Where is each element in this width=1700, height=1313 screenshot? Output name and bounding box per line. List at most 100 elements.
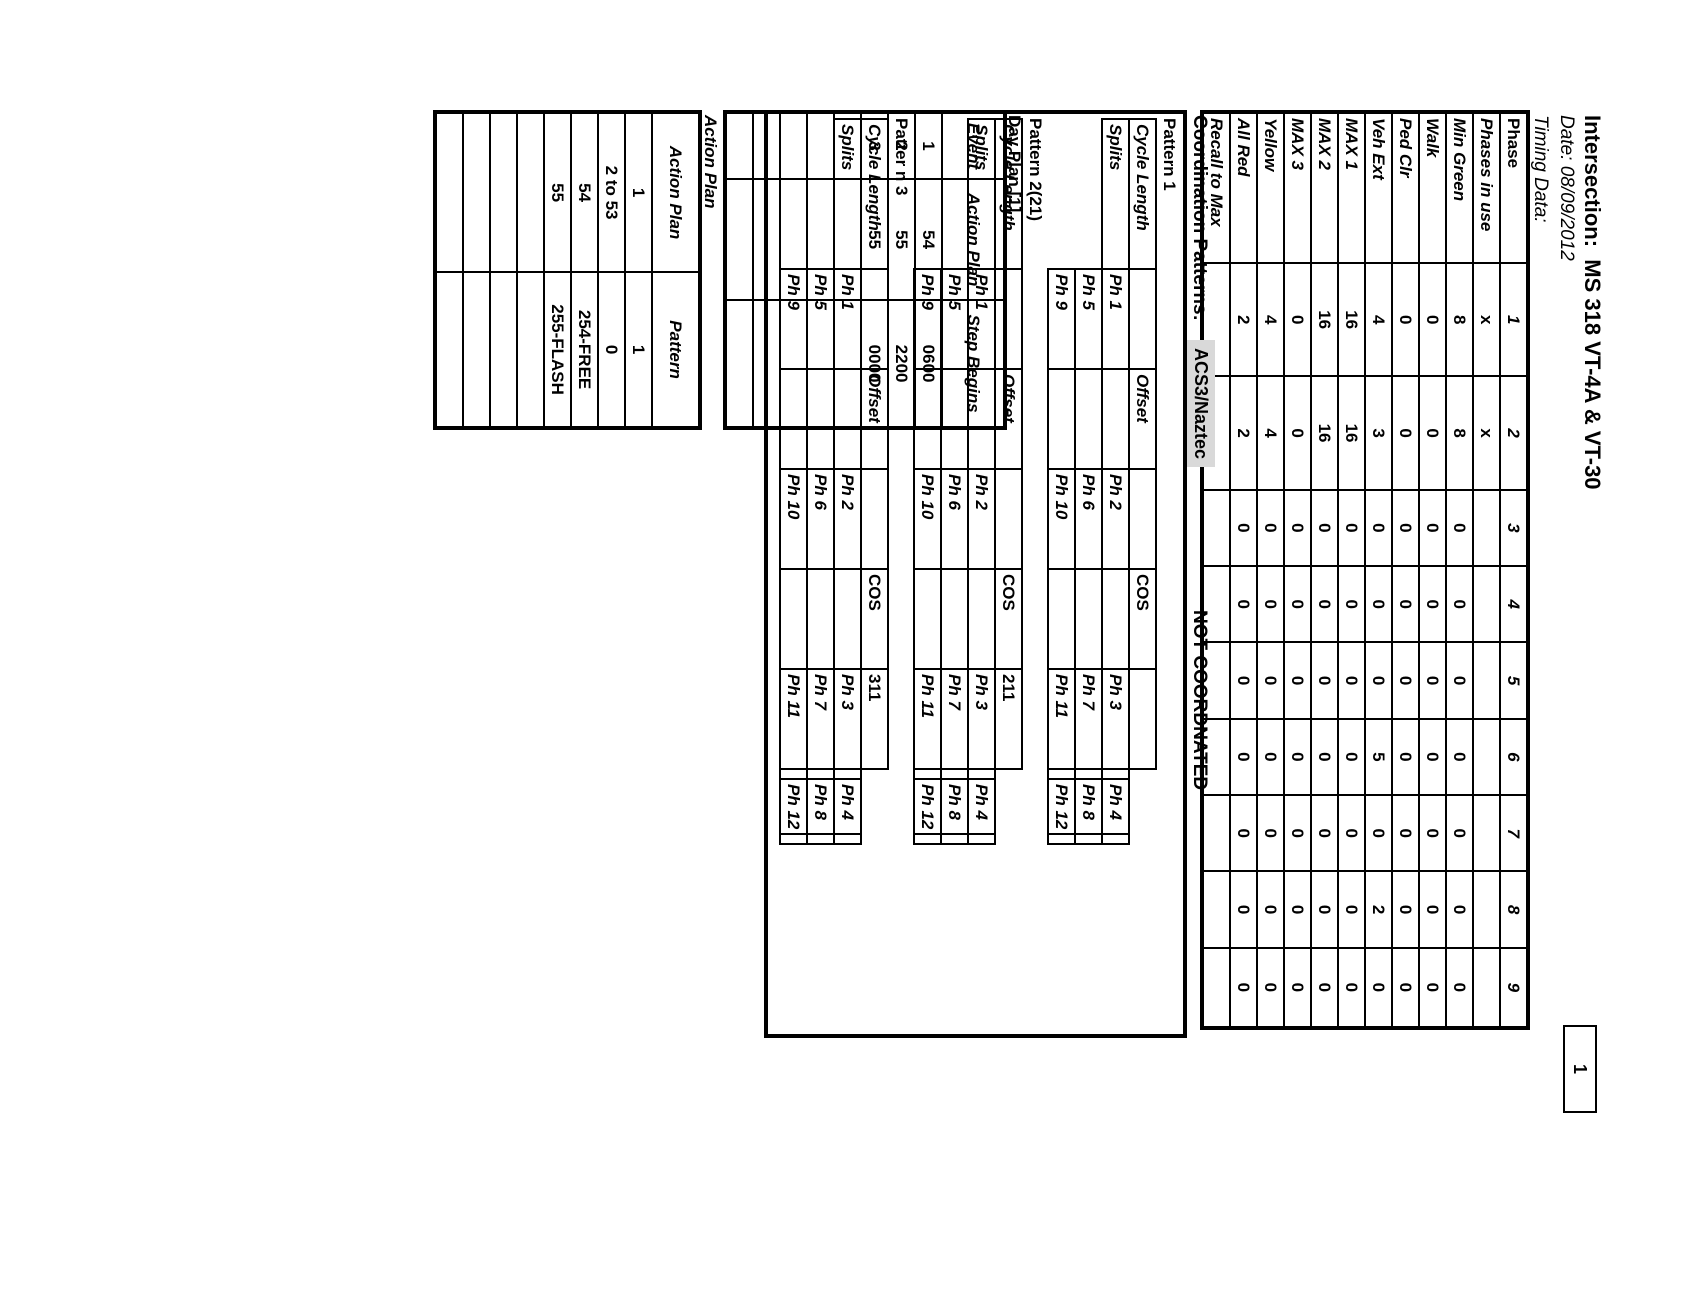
timing-cell: 0: [1419, 947, 1446, 1028]
timing-cell: 0: [1284, 718, 1311, 796]
day-plan-cell: [780, 112, 807, 180]
timing-row-label: Phases in use: [1473, 112, 1500, 263]
timing-cell: 0: [1257, 642, 1284, 719]
timing-cell: 0: [1365, 947, 1392, 1028]
split-value: [968, 569, 995, 669]
timing-cell: 16: [1311, 263, 1338, 377]
timing-cell: 0: [1419, 263, 1446, 377]
timing-cell: 0: [1311, 871, 1338, 948]
timing-cell: 2: [1230, 376, 1257, 490]
timing-cell: 5: [1500, 642, 1528, 719]
timing-cell: 0: [1419, 718, 1446, 796]
timing-cell: 0: [1311, 795, 1338, 872]
split-phase-label: Ph 8: [807, 779, 834, 835]
split-phase-label: Ph 8: [941, 779, 968, 835]
timing-cell: 0: [1446, 642, 1473, 719]
action-plan-row: [517, 112, 544, 428]
split-value: [1075, 769, 1102, 779]
cos-value: [1129, 669, 1156, 769]
action-plan-cell: [490, 272, 517, 428]
split-value: [941, 569, 968, 669]
timing-cell: 0: [1419, 871, 1446, 948]
coordination-status: NOT COORDNATED: [1189, 610, 1210, 791]
timing-cell: 0: [1257, 489, 1284, 567]
day-plan-title: Day Plan [1]: [1005, 115, 1024, 213]
blank: [995, 469, 1022, 569]
timing-cell: 0: [1338, 947, 1365, 1028]
split-phase-label: Ph 3: [968, 669, 995, 769]
timing-cell: x: [1473, 263, 1500, 377]
timing-cell: 0: [1230, 642, 1257, 719]
coordination-patterns-label: Coordination Patterns:: [1189, 115, 1210, 321]
split-phase-label: Ph 6: [941, 469, 968, 569]
timing-cell: 0: [1338, 795, 1365, 872]
day-plan-cell: [753, 300, 780, 428]
timing-cell: 0: [1230, 795, 1257, 872]
timing-cell: 0: [1446, 947, 1473, 1028]
day-plan-cell: [725, 179, 753, 301]
day-plan-cell: [725, 112, 753, 180]
day-plan-cell: 2: [888, 112, 915, 180]
action-plan-cell: [490, 112, 517, 273]
day-plan-cell: [725, 300, 753, 428]
timing-cell: [1473, 718, 1500, 796]
split-phase-label: Ph 11: [1048, 669, 1075, 769]
split-phase-label: Ph 7: [807, 669, 834, 769]
timing-cell: 4: [1257, 376, 1284, 490]
day-plan-cell: 0000: [861, 300, 888, 428]
timing-cell: 8: [1446, 263, 1473, 377]
action-plan-row: [490, 112, 517, 428]
day-plan-cell: 2200: [888, 300, 915, 428]
timing-cell: 0: [1257, 718, 1284, 796]
split-value: [780, 569, 807, 669]
blank: [1129, 469, 1156, 569]
timing-cell: 0: [1446, 795, 1473, 872]
timing-cell: 0: [1284, 871, 1311, 948]
action-plan-cell: [517, 112, 544, 273]
timing-cell: 0: [1230, 566, 1257, 643]
action-plan-cell: [435, 272, 463, 428]
timing-cell: 3: [1500, 489, 1528, 567]
timing-cell: 0: [1338, 871, 1365, 948]
timing-cell: 0: [1284, 489, 1311, 567]
split-value: [1048, 834, 1075, 845]
timing-row-label: MAX 1: [1338, 112, 1365, 263]
date-label: Date: 08/09/2012: [1556, 115, 1577, 261]
split-phase-label: Ph 5: [1075, 269, 1102, 369]
split-value: [780, 769, 807, 779]
timing-cell: [1473, 947, 1500, 1028]
day-plan-cell: [834, 300, 861, 428]
timing-cell: 0: [1419, 795, 1446, 872]
action-plan-cell: [517, 272, 544, 428]
timing-cell: 4: [1500, 566, 1528, 643]
split-phase-label: Ph 10: [914, 469, 941, 569]
day-plan-cell: [753, 179, 780, 301]
blank: [1048, 119, 1075, 269]
action-plan-cell: [463, 272, 490, 428]
day-plan-row: [725, 112, 753, 428]
action-plan-cell: [435, 112, 463, 273]
day-plan-cell: 54: [915, 179, 942, 301]
timing-cell: 0: [1311, 947, 1338, 1028]
split-phase-label: Ph 7: [1075, 669, 1102, 769]
cos-label: COS: [861, 569, 888, 669]
timing-cell: 0: [1419, 566, 1446, 643]
day-plan-cell: [780, 300, 807, 428]
timing-cell: [1473, 566, 1500, 643]
timing-cell: [1202, 795, 1230, 872]
day-plan-row: [807, 112, 834, 428]
timing-cell: 0: [1446, 566, 1473, 643]
day-plan-cell: [807, 112, 834, 180]
day-plan-cell: 0600: [915, 300, 942, 428]
timing-cell: 6: [1500, 718, 1528, 796]
pattern-title: Pattern 1: [1160, 118, 1179, 191]
split-value: [914, 834, 941, 845]
timing-cell: 0: [1284, 566, 1311, 643]
